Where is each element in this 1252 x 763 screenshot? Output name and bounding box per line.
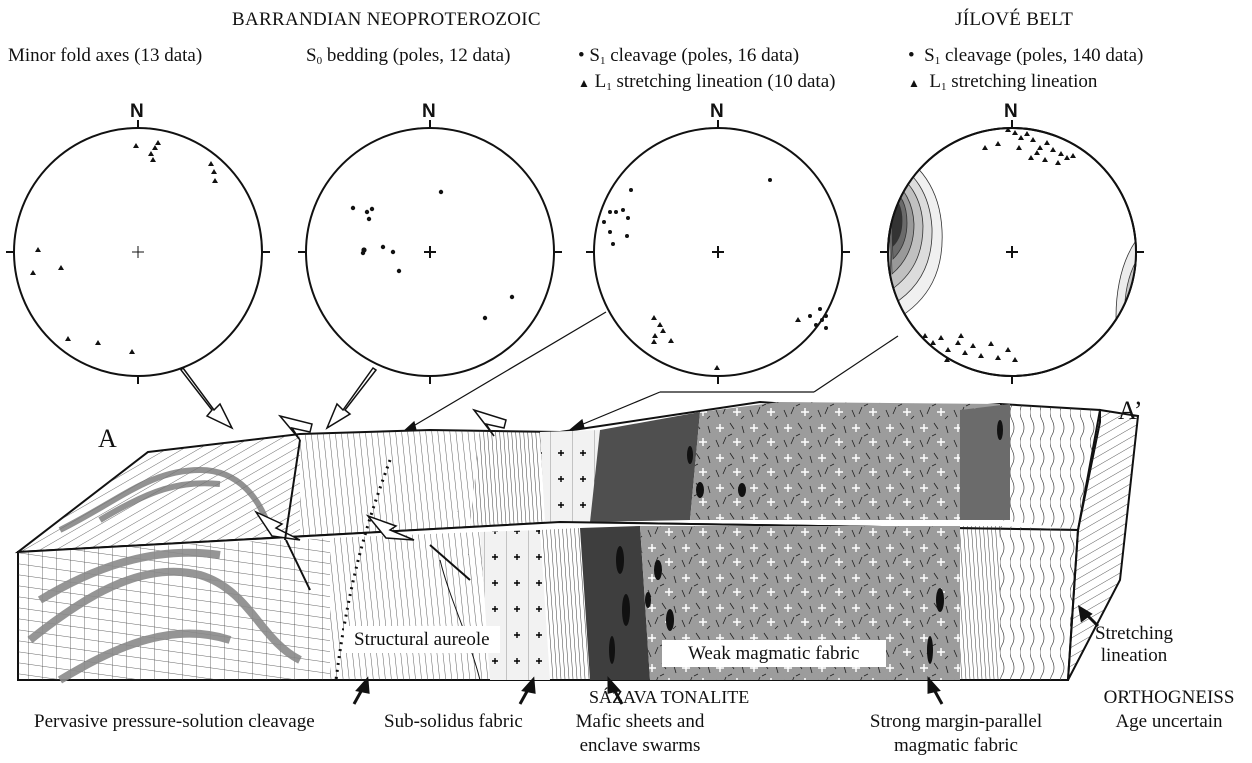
block-diagram <box>18 402 1138 680</box>
label-structural-aureole: Structural aureole <box>344 626 500 653</box>
label-weak-magmatic-fabric: Weak magmatic fabric <box>662 640 886 667</box>
stereonet-jilove-cleavage <box>880 120 1144 384</box>
callout-strong-2: magmatic fabric <box>858 736 1054 755</box>
callout-sub-solidus: Sub-solidus fabric <box>384 712 523 731</box>
north-label-3: N <box>710 101 724 122</box>
callout-mafic-2: enclave swarms <box>560 736 720 755</box>
label-lineation: lineation <box>1094 646 1174 665</box>
hollow-arrows <box>181 368 376 428</box>
label-age-uncertain: Age uncertain <box>1086 712 1252 731</box>
north-label-2: N <box>422 101 436 122</box>
callout-mafic-1: Mafic sheets and <box>560 712 720 731</box>
label-sazava-tonalite: SÁZAVA TONALITE <box>589 688 749 706</box>
stereonet-barrandian-cleavage <box>586 120 850 384</box>
callout-pressure-solution: Pervasive pressure-solution cleavage <box>34 712 315 731</box>
north-label-4: N <box>1004 101 1018 122</box>
label-orthogneiss: ORTHOGNEISS <box>1086 688 1252 707</box>
callout-strong-1: Strong margin-parallel <box>858 712 1054 731</box>
section-end-a: A <box>98 426 117 452</box>
north-label-1: N <box>130 101 144 122</box>
section-end-a-prime: A’ <box>1118 398 1143 424</box>
stereonet-bedding <box>298 120 562 384</box>
stereonet-fold-axes <box>6 120 270 384</box>
label-stretching: Stretching <box>1094 624 1174 643</box>
